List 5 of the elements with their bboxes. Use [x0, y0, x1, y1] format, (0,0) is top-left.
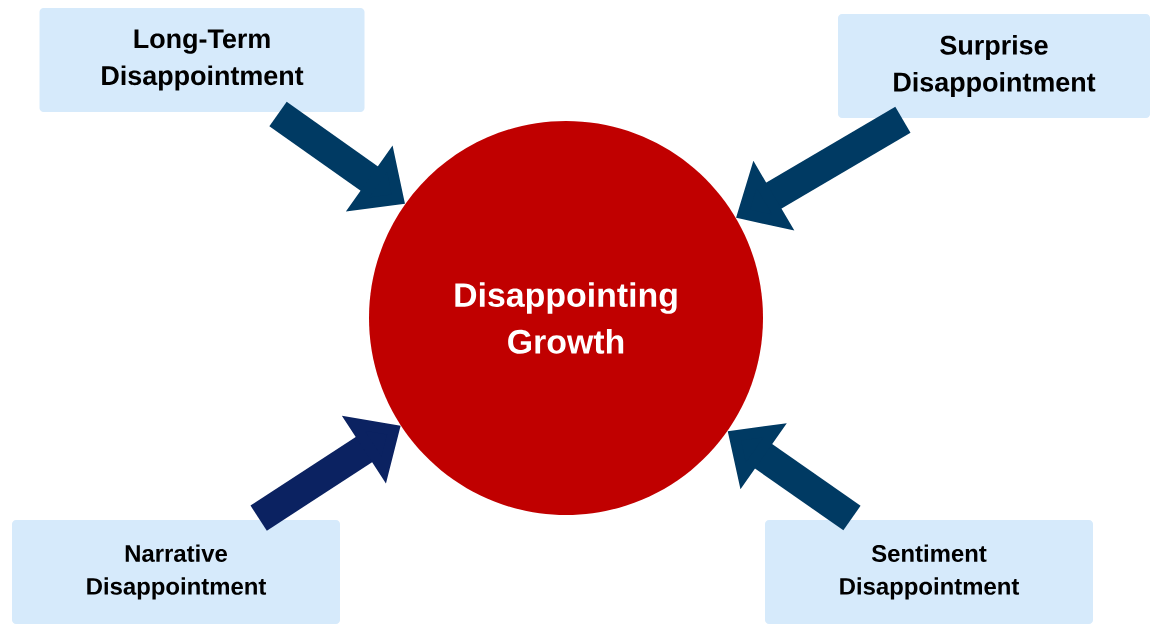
circle-node: Disappointing Growth — [369, 121, 763, 515]
label-box: Long-Term Disappointment — [39, 8, 365, 112]
label-box: Narrative Disappointment — [12, 520, 340, 624]
label-box: Sentiment Disappointment — [765, 520, 1093, 624]
label-box: Surprise Disappointment — [838, 14, 1150, 118]
